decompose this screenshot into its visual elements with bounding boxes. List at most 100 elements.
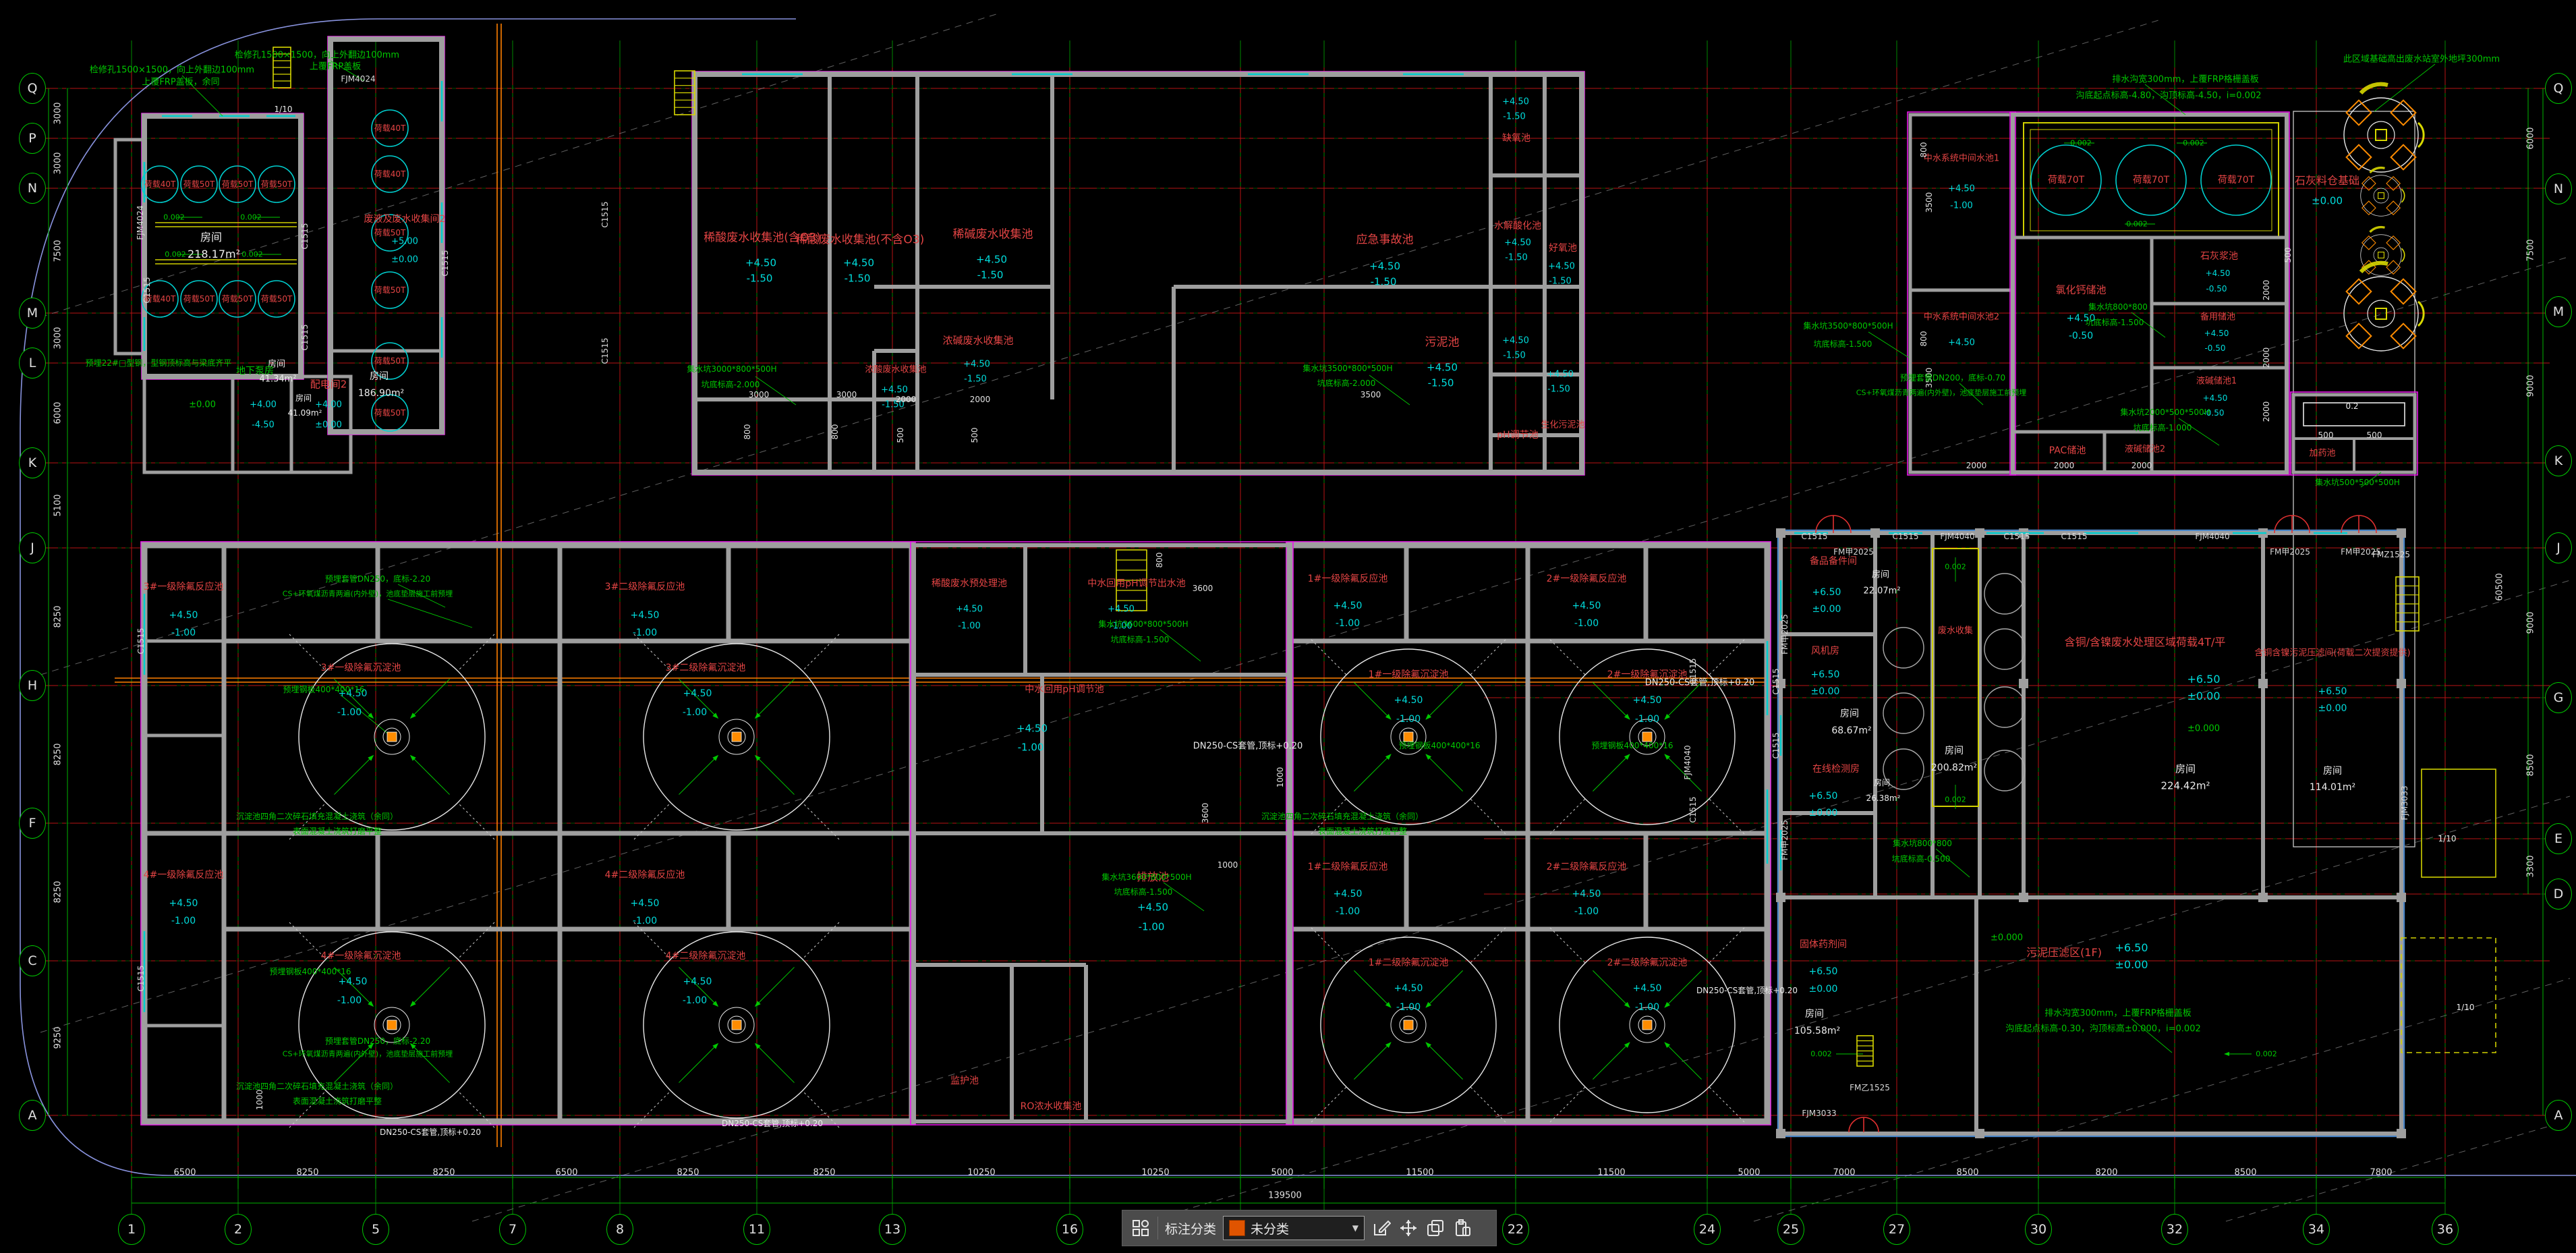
axis-bubble: F (19, 808, 46, 839)
drawing-label: +4.50 (843, 256, 874, 269)
drawing-label: 11500 (1597, 1167, 1626, 1178)
drawing-label: 荷载40T (374, 169, 406, 179)
copy-icon[interactable] (1425, 1218, 1446, 1238)
drawing-label: -1.50 (1427, 377, 1454, 389)
axis-bubble: 16 (1056, 1214, 1083, 1245)
axis-bubble: H (19, 670, 46, 701)
drawing-label: FJM3033 (2400, 785, 2409, 820)
drawing-label: 排水沟宽300mm，上覆FRP格栅盖板 (2044, 1008, 2192, 1019)
clarifier-center (718, 1007, 755, 1043)
drawing-label: FJM4024 (341, 74, 376, 84)
drawing-label: 坑底标高-1.500 (1110, 635, 1170, 644)
slope-arrow (1593, 682, 1630, 720)
corner-fill-hatch (1549, 639, 1745, 835)
clarifier-center-plate (1403, 731, 1414, 742)
drawing-label: 500 (2366, 430, 2382, 440)
drawing-label: 4#一级除氟反应池 (143, 870, 224, 881)
grid-icon[interactable] (1130, 1218, 1151, 1238)
drawing-label: 0.2 (2345, 401, 2359, 411)
drawing-label: 坑底标高-1.500 (1114, 887, 1173, 897)
drawing-label: 荷载50T (221, 179, 254, 189)
drawing-label: 荷载40T (374, 123, 406, 133)
drawing-label: 浓碱废水收集池 (942, 334, 1014, 347)
drawing-label: 坑底标高-1.000 (2133, 423, 2192, 433)
drawing-label: 3#二级除氟反应池 (604, 582, 685, 592)
axis-bubble: 25 (1777, 1214, 1804, 1245)
tank-circle (180, 280, 218, 318)
axis-bubble: G (2545, 682, 2572, 713)
drawing-label: 9250 (53, 1026, 63, 1049)
drawing-label: 0.002 (165, 250, 186, 259)
drawing-label: 在线检测房 (1812, 764, 1860, 775)
slope-arrow (334, 679, 374, 719)
clarifier-circle (643, 643, 830, 831)
tank-circle (258, 165, 295, 203)
drawing-label: FMZ1525 (2372, 550, 2411, 559)
drawing-label: -1.00 (171, 628, 196, 638)
drawing-label: 荷载50T (374, 228, 406, 238)
drawing-label: +6.50 (2318, 686, 2347, 697)
drawing-label: +4.50 (2204, 329, 2229, 338)
drawing-label: 荷载70T (2217, 175, 2255, 186)
toolbar-separator (1157, 1217, 1158, 1240)
drawing-label: FJM4040 (2195, 532, 2230, 541)
drawing-label: 房间 (1871, 569, 1890, 580)
axis-bubble: K (2545, 445, 2572, 476)
category-dropdown-value: 未分类 (1251, 1221, 1290, 1237)
move-icon[interactable] (1398, 1218, 1419, 1238)
clarifier-center (1399, 1015, 1418, 1034)
axis-bubble: J (19, 532, 46, 563)
drawing-label: 集水坑2000*500*500H (2120, 408, 2210, 417)
drawing-label: 8200 (2095, 1167, 2118, 1178)
drawing-label: 集水坑3000*800*500H (687, 364, 777, 374)
drawing-label: 0.002 (1945, 562, 1966, 572)
drawing-label: -1.00 (1634, 714, 1660, 725)
drawing-label: -1.00 (1396, 1002, 1421, 1013)
clarifier-center-plate (1403, 1020, 1414, 1030)
edit-icon[interactable] (1371, 1218, 1392, 1238)
slope-arrow (679, 967, 719, 1007)
drawing-label: -1.50 (1547, 384, 1570, 395)
drawing-label: -1.00 (1396, 714, 1421, 725)
drawing-label: -1.00 (1634, 1002, 1660, 1013)
drawing-label: 荷载40T (144, 294, 176, 304)
paste-icon[interactable] (1452, 1218, 1472, 1238)
drawing-label: 集水坑3600*800*500H (1101, 872, 1192, 882)
drawing-label: DN250-CS套管,顶标+0.20 (1644, 677, 1755, 688)
door-swing (2341, 515, 2377, 534)
drawing-label: pH调节池 (1497, 430, 1539, 441)
drawing-label: 0.002 (1945, 795, 1966, 804)
drawing-label: 坑底标高-2.000 (1317, 379, 1376, 388)
drawing-label: -1.00 (1110, 621, 1133, 632)
drawing-label: +4.50 (630, 898, 660, 909)
drawing-label: C1515 (1801, 532, 1828, 541)
clarifier-center-plate (387, 1020, 397, 1030)
drawing-label: 固体药剂间 (1800, 939, 1847, 950)
drawing-label: DN250-CS套管,顶标+0.20 (379, 1127, 482, 1137)
drawing-label: 7500 (53, 240, 63, 262)
drawing-label: 备品备件间 (1810, 556, 1857, 567)
drawing-label: 9000 (2525, 611, 2536, 634)
slope-arrow (1664, 1042, 1702, 1080)
drawing-label: C1515 (2061, 532, 2088, 541)
corner-fill-hatch (1311, 927, 1506, 1123)
drawing-label: C1515 (440, 250, 450, 277)
slope-arrow (679, 1042, 719, 1083)
drawing-label: 10250 (967, 1167, 996, 1178)
category-dropdown[interactable]: 未分类 ▼ (1223, 1216, 1365, 1240)
drawing-label: 8250 (53, 605, 63, 628)
drawing-label: C1515 (1771, 668, 1781, 695)
axis-bubble: A (19, 1100, 46, 1131)
drawing-label: 8250 (813, 1167, 836, 1178)
tank-circle (371, 394, 409, 432)
drawing-label: +4.50 (1394, 983, 1423, 994)
clarifier-center (718, 719, 755, 755)
drawing-label: +4.50 (881, 385, 908, 395)
slope-arrow (1593, 754, 1630, 791)
clarifier-center (374, 1007, 410, 1043)
drawing-label: 1#一级除氟沉淀池 (1368, 669, 1449, 680)
stair-treads (1857, 1040, 1873, 1062)
drawing-label: 地下泵房 (236, 366, 274, 377)
